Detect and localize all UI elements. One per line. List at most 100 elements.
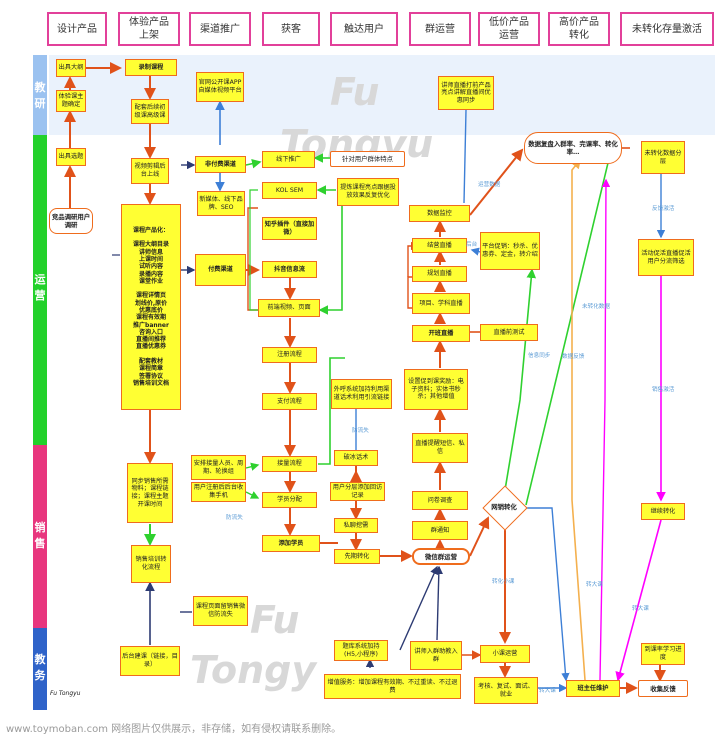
watermark-fu-top: Fu [330, 70, 380, 114]
box-headteacher: 班主任维护 [566, 680, 620, 697]
label-antichurn-b: 防流失 [226, 515, 243, 521]
box-sync-materials: 同步销售所需物料；课程链接；课程主题开课时间 [127, 463, 173, 523]
label-feedback-activate: 反馈激活 [652, 206, 675, 212]
box-offline-promo: 线下推广 [262, 151, 315, 168]
box-backend-course: 后台建课（链接，目录） [120, 646, 180, 676]
box-kol-sem: KOL SEM [262, 182, 317, 199]
box-attendance-progress: 到课率学习进度 [641, 643, 685, 665]
box-student-assign: 学员分配 [262, 492, 317, 508]
box-closing-live: 结营直播 [412, 238, 467, 253]
box-plan-live: 规划直播 [412, 266, 467, 282]
box-question-bank: 题库系统加持(H5,小程序) [334, 640, 388, 661]
label-to-bigclass-c: 转大课 [632, 606, 649, 612]
lane-label-sales: 销售 [34, 521, 46, 550]
lane-label-teaching: 教务 [34, 653, 46, 682]
box-data-review: 数据复盘入群率、完课率、转化率… [524, 132, 622, 164]
box-productize: 课程产品化： 课程大纲目录 讲师信息 上课时间 试听内容 录播内容 课堂作业 课… [121, 204, 181, 410]
header-activation: 未转化存量激活 [620, 12, 714, 46]
box-register-flow: 注册流程 [262, 347, 317, 363]
box-group-notice: 群通知 [412, 521, 468, 540]
label-sales-activate: 销售激活 [652, 387, 675, 393]
box-topic: 出具选题 [56, 148, 86, 166]
box-lecturer-live: 讲师直播打前产品亮点讲解直播间优惠同步 [438, 76, 494, 110]
footer-disclaimer: www.toymoban.com 网络图片仅供展示，非存储，如有侵权请联系删除。 [6, 724, 342, 735]
box-user-layer: 用户分层添加回访记录 [330, 482, 385, 501]
arrow-optimize-to-frontend [318, 205, 343, 315]
box-prelive-test: 直播前测试 [480, 324, 538, 341]
box-add-student: 添加学员 [262, 535, 320, 552]
box-value-added: 增值服务：增加课程有效期、不过重读、不过退费 [324, 674, 461, 699]
header-trial-product: 体验产品上架 [118, 12, 180, 46]
box-platform-promo: 平台促销：秒杀、优惠券、定金，转介绍 [480, 232, 540, 270]
arrow-conversion-to-promo [504, 268, 537, 491]
arrow-continue-to-headteacher [615, 519, 662, 682]
label-data-feedback: 数据反馈 [562, 354, 585, 360]
label-net-conversion: 网销转化 [491, 503, 517, 511]
box-course-highlights: 提炼课程亮点跟据投放效果反复优化 [337, 178, 399, 206]
box-wechat-group: 微信群运营 [412, 548, 470, 565]
arrow-question-to-wechat [399, 565, 438, 651]
label-backend: 后台 [466, 242, 478, 248]
header-acquisition: 获客 [262, 12, 320, 46]
label-antichurn-a: 防流失 [352, 428, 369, 434]
header-design-product: 设计产品 [47, 12, 107, 46]
box-outline: 出具大纲 [56, 59, 86, 77]
line-kol-loop [249, 189, 258, 311]
box-douyin-feed: 抖音信息流 [262, 261, 317, 278]
label-info-sync: 信息同步 [528, 353, 551, 359]
header-group-ops: 群运营 [409, 12, 471, 46]
label-ops-data: 运营数据 [478, 182, 501, 188]
watermark-fu-bottom: Fu [250, 598, 300, 642]
box-exam-job: 考核、复试、面试、就业 [474, 677, 538, 704]
lane-label-ops: 运营 [34, 273, 46, 302]
lane-teaching-bar [33, 628, 47, 710]
arrow-monitor-to-review [469, 148, 524, 216]
box-followup-courses: 配套后续初级课高级课 [131, 99, 169, 124]
label-to-bigclass-b: 转大课 [586, 582, 603, 588]
arrow-conversion-to-stock [525, 140, 616, 506]
box-frontend-video: 前端视频、页面 [258, 299, 320, 317]
box-stock-layer: 未转化数据分层 [641, 141, 685, 174]
box-attendance-reward: 设置促到课奖励：电子资料；实体书秒杀；其他增值 [404, 369, 468, 410]
header-highprice: 高价产品转化 [548, 12, 610, 46]
box-newmedia: 新媒体、线下品牌、SEO [197, 191, 245, 216]
label-unconverted: 未转化数据 [582, 304, 610, 310]
arrow-data-feedback [599, 178, 611, 681]
box-video-edit: 视频剪辑后台上线 [131, 158, 169, 184]
box-live-reminder: 直播提醒短信、私信 [412, 433, 468, 463]
box-target-users: 针对用户群体特点 [330, 151, 405, 167]
box-opening-live: 开班直播 [412, 325, 470, 342]
header-channel: 渠道推广 [189, 12, 251, 46]
box-sales-training: 销售培训转化流程 [131, 545, 171, 583]
label-to-bigclass-a: 转大课 [539, 688, 556, 694]
arrow-free-to-offline [245, 158, 262, 169]
box-antichurn-page: 课程页面留销售微信防流失 [193, 596, 248, 626]
box-early-conversion: 先期转化 [334, 549, 380, 564]
header-reach: 触达用户 [330, 12, 398, 46]
arrow-headteacher-to-review [571, 158, 586, 681]
box-intake-flow: 接量流程 [262, 456, 317, 472]
arrow-to-bigclass-a [525, 507, 570, 682]
box-data-monitor: 数据监控 [409, 205, 470, 222]
label-to-smallclass: 转化小课 [492, 579, 515, 585]
arrow-wechat-to-conversion [469, 516, 490, 557]
line-intake-to-callsys [318, 357, 345, 465]
box-trial-theme: 体验课主题确定 [56, 90, 86, 112]
box-lecturer-join: 讲师入群助教入群 [410, 641, 462, 670]
box-survey: 问卷调查 [412, 491, 468, 510]
arrow-lecturer-to-wechat [434, 565, 444, 641]
box-call-system: 外呼系统加持利用渠道话术利用引流链接 [331, 379, 392, 409]
lane-sales-bar [33, 445, 47, 628]
lane-ops-bar [33, 135, 47, 445]
header-lowprice: 低价产品运营 [478, 12, 540, 46]
line-lecturer-monitor [463, 109, 467, 204]
box-small-class: 小课运营 [480, 645, 530, 663]
box-icebreak: 破冰话术 [334, 450, 378, 466]
box-zhihu-plugin: 知乎插件（直接加微） [262, 217, 317, 240]
box-collect-feedback: 收集反馈 [638, 680, 688, 697]
box-continue-conversion: 继续转化 [641, 503, 685, 520]
box-official-classes: 官网公开课APP自媒体视频平台 [196, 72, 244, 102]
arrow-staff-to-intake [245, 462, 260, 471]
box-pay-flow: 支付流程 [262, 393, 317, 410]
